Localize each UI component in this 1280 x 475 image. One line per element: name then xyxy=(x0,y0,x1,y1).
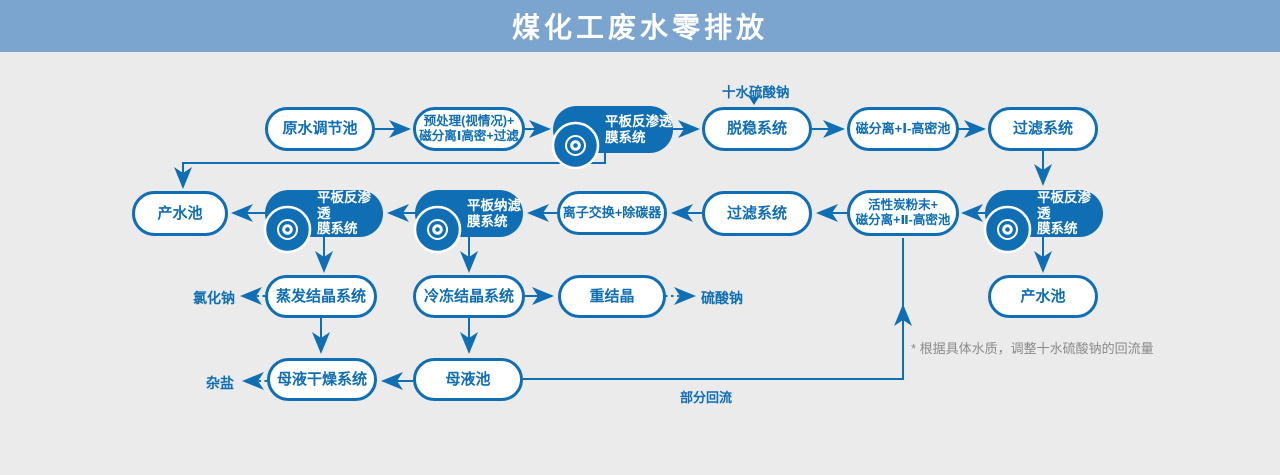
node-label: 脱稳系统 xyxy=(726,120,787,138)
membrane-disc-icon xyxy=(983,189,1032,254)
node-label: 重结晶 xyxy=(589,287,635,305)
node-destabilization-system: 脱稳系统 xyxy=(702,107,812,151)
node-label: 冷冻结晶系统 xyxy=(423,287,514,305)
node-label: 活性炭粉末+ 磁分离+Ⅱ-高密池 xyxy=(855,198,951,227)
membrane-disc-icon xyxy=(263,189,312,254)
node-label: 母液干燥系统 xyxy=(276,370,367,388)
label-sodium-chloride: 氯化钠 xyxy=(193,290,235,306)
label-mixed-salt: 杂盐 xyxy=(206,375,234,391)
page-title: 煤化工废水零排放 xyxy=(511,12,768,43)
node-label: 离子交换+除碳器 xyxy=(562,205,662,221)
node-label: 平板反渗透 膜系统 xyxy=(317,189,371,237)
node-label: 蒸发结晶系统 xyxy=(275,287,366,305)
note-reflux-adjustment: * 根据具体水质，调整十水硫酸钠的回流量 xyxy=(911,341,1154,356)
node-activated-carbon-magnetic-separation-2: 活性炭粉末+ 磁分离+Ⅱ-高密池 xyxy=(847,190,959,236)
reflux-up-arrow xyxy=(894,304,912,326)
node-magnetic-separation-1-tank: 磁分离+Ⅰ-高密池 xyxy=(847,107,959,151)
node-product-water-tank-right: 产水池 xyxy=(988,275,1098,318)
membrane-disc-icon xyxy=(551,105,600,170)
node-raw-water-adjust-tank: 原水调节池 xyxy=(265,107,375,151)
node-freeze-crystallization: 冷冻结晶系统 xyxy=(413,275,525,318)
title-bar: 煤化工废水零排放 xyxy=(0,0,1280,52)
node-label: 平板反渗透 膜系统 xyxy=(605,113,673,145)
node-label: 产水池 xyxy=(1020,287,1066,305)
node-mother-liquor-drying: 母液干燥系统 xyxy=(267,358,377,401)
node-label: 产水池 xyxy=(157,204,203,222)
node-product-water-tank-left: 产水池 xyxy=(132,191,228,236)
label-sodium-sulfate-decahydrate: 十水硫酸钠 xyxy=(722,85,790,100)
node-label: 平板反渗透 膜系统 xyxy=(1037,189,1091,237)
node-label: 磁分离+Ⅰ-高密池 xyxy=(855,121,951,137)
label-partial-reflux: 部分回流 xyxy=(680,390,733,405)
node-label: 过滤系统 xyxy=(726,204,787,222)
node-pretreatment: 预处理(视情况)+ 磁分离Ⅰ高密+过滤 xyxy=(413,107,525,151)
node-mother-liquor-tank: 母液池 xyxy=(413,358,523,401)
node-recrystallization: 重结晶 xyxy=(558,275,666,318)
label-sodium-sulfate: 硫酸钠 xyxy=(701,290,743,306)
node-evaporation-crystallization: 蒸发结晶系统 xyxy=(265,275,377,318)
node-label: 过滤系统 xyxy=(1012,120,1073,138)
node-flat-ro-membrane-2: 平板反渗透 膜系统 xyxy=(263,189,383,254)
node-label: 原水调节池 xyxy=(282,120,358,138)
node-flat-nf-membrane: 平板纳滤 膜系统 xyxy=(413,189,523,254)
node-filter-system-2: 过滤系统 xyxy=(702,191,812,236)
node-flat-ro-membrane-3: 平板反渗透 膜系统 xyxy=(983,189,1103,254)
node-flat-ro-membrane-1: 平板反渗透 膜系统 xyxy=(551,105,673,170)
node-label: 母液池 xyxy=(445,370,491,388)
node-label: 平板纳滤 膜系统 xyxy=(467,197,521,229)
node-label: 预处理(视情况)+ 磁分离Ⅰ高密+过滤 xyxy=(419,114,519,143)
node-filter-system-1: 过滤系统 xyxy=(988,107,1098,151)
node-ion-exchange-decarbonizer: 离子交换+除碳器 xyxy=(557,191,667,235)
membrane-disc-icon xyxy=(413,189,462,254)
